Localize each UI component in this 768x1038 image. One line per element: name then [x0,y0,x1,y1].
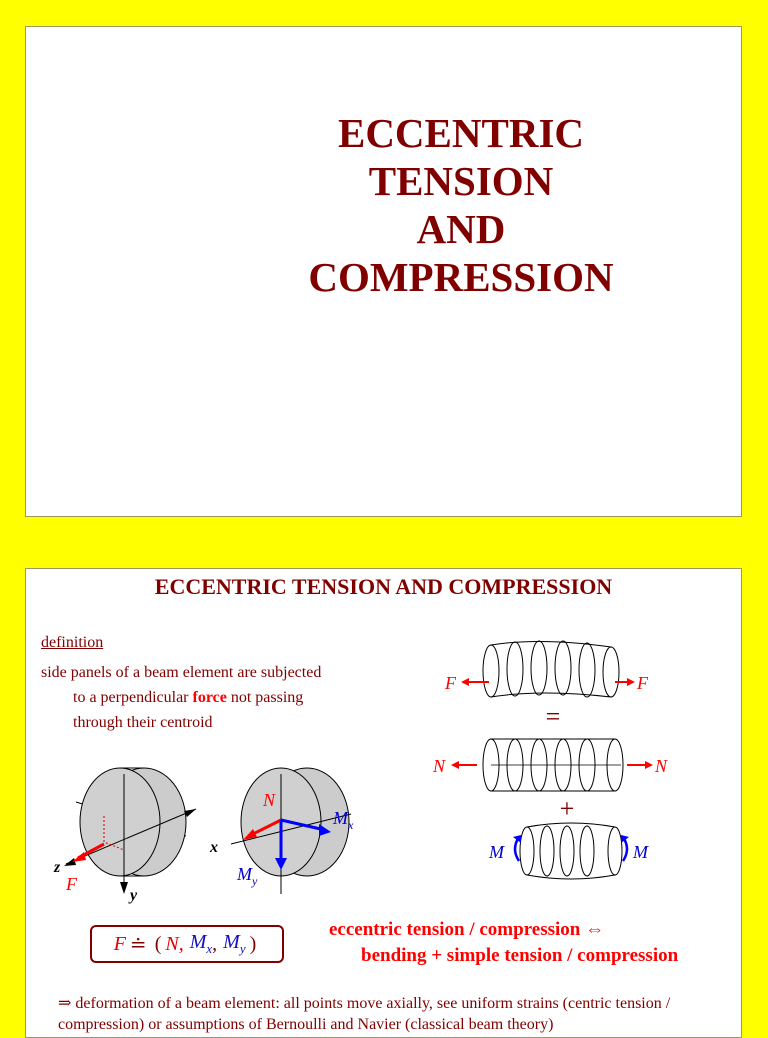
title-line-3: AND [416,206,506,252]
formula-comma: , [212,932,218,955]
content-slide: ECCENTRIC TENSION AND COMPRESSION defini… [25,568,742,1038]
moment-my-label: My [236,864,258,888]
formula-open-paren: ( [154,932,162,955]
internal-forces-diagram: N Mx My [230,767,354,894]
eccentric-statement-line-2: bending + simple tension / compression [361,945,679,966]
eccentric-statement-line-1: eccentric tension / compression ⇔ [329,919,605,940]
definition-line-2: to a perpendicular force not passing [41,685,381,710]
formula-n: N, [165,932,184,955]
formula-equivalent: ≐ [129,933,147,956]
axis-y-label: y [128,887,138,904]
definition-line-1: side panels of a beam element are subjec… [41,664,322,681]
axis-x-label: x [209,839,218,856]
definition-line-2-end: not passing [226,689,304,706]
formula-mx: Mx [189,931,213,956]
bent-beam-with-moments: M M [488,822,649,880]
definition-heading: definition [41,634,104,651]
definition-line-2-start: to a perpendicular [73,689,193,706]
moment-mx-label: Mx [332,808,354,832]
slide-heading: ECCENTRIC TENSION AND COMPRESSION [154,574,613,599]
beam-moment-right-label: M [632,842,649,862]
beam-moment-left-label: M [488,842,505,862]
formula-my: My [223,931,246,956]
curved-beam-with-force: F F [444,640,649,698]
beam-force-left-label: F [444,673,457,693]
definition-text: side panels of a beam element are subjec… [41,660,381,735]
slide-title: ECCENTRIC TENSION AND COMPRESSION [226,109,696,301]
eccentric-force-diagram: z F y x [53,767,218,904]
normal-force-label: N [262,790,276,810]
title-line-2: TENSION [368,158,554,204]
force-word: force [192,689,227,706]
title-slide: ECCENTRIC TENSION AND COMPRESSION [25,26,742,517]
equals-sign: = [546,702,561,731]
beam-n-left-label: N [432,756,446,776]
force-resultant-formula: F ≐ ( N, Mx, My ) [90,925,284,963]
definition-line-3: through their centroid [73,714,213,731]
beam-force-right-label: F [636,673,649,693]
formula-close-paren: ) [249,932,257,955]
straight-beam-with-normal-force: N N [432,738,668,792]
axis-z-label: z [53,859,61,876]
plus-sign: + [560,794,575,823]
beam-n-right-label: N [654,756,668,776]
formula-f: F [113,932,126,955]
deformation-note: ⇒ deformation of a beam element: all poi… [58,995,671,1033]
title-line-4: COMPRESSION [308,254,614,300]
force-f-label: F [65,874,78,894]
title-line-1: ECCENTRIC [337,110,585,156]
beam-decomposition-diagram: F F = N N + [432,640,668,880]
